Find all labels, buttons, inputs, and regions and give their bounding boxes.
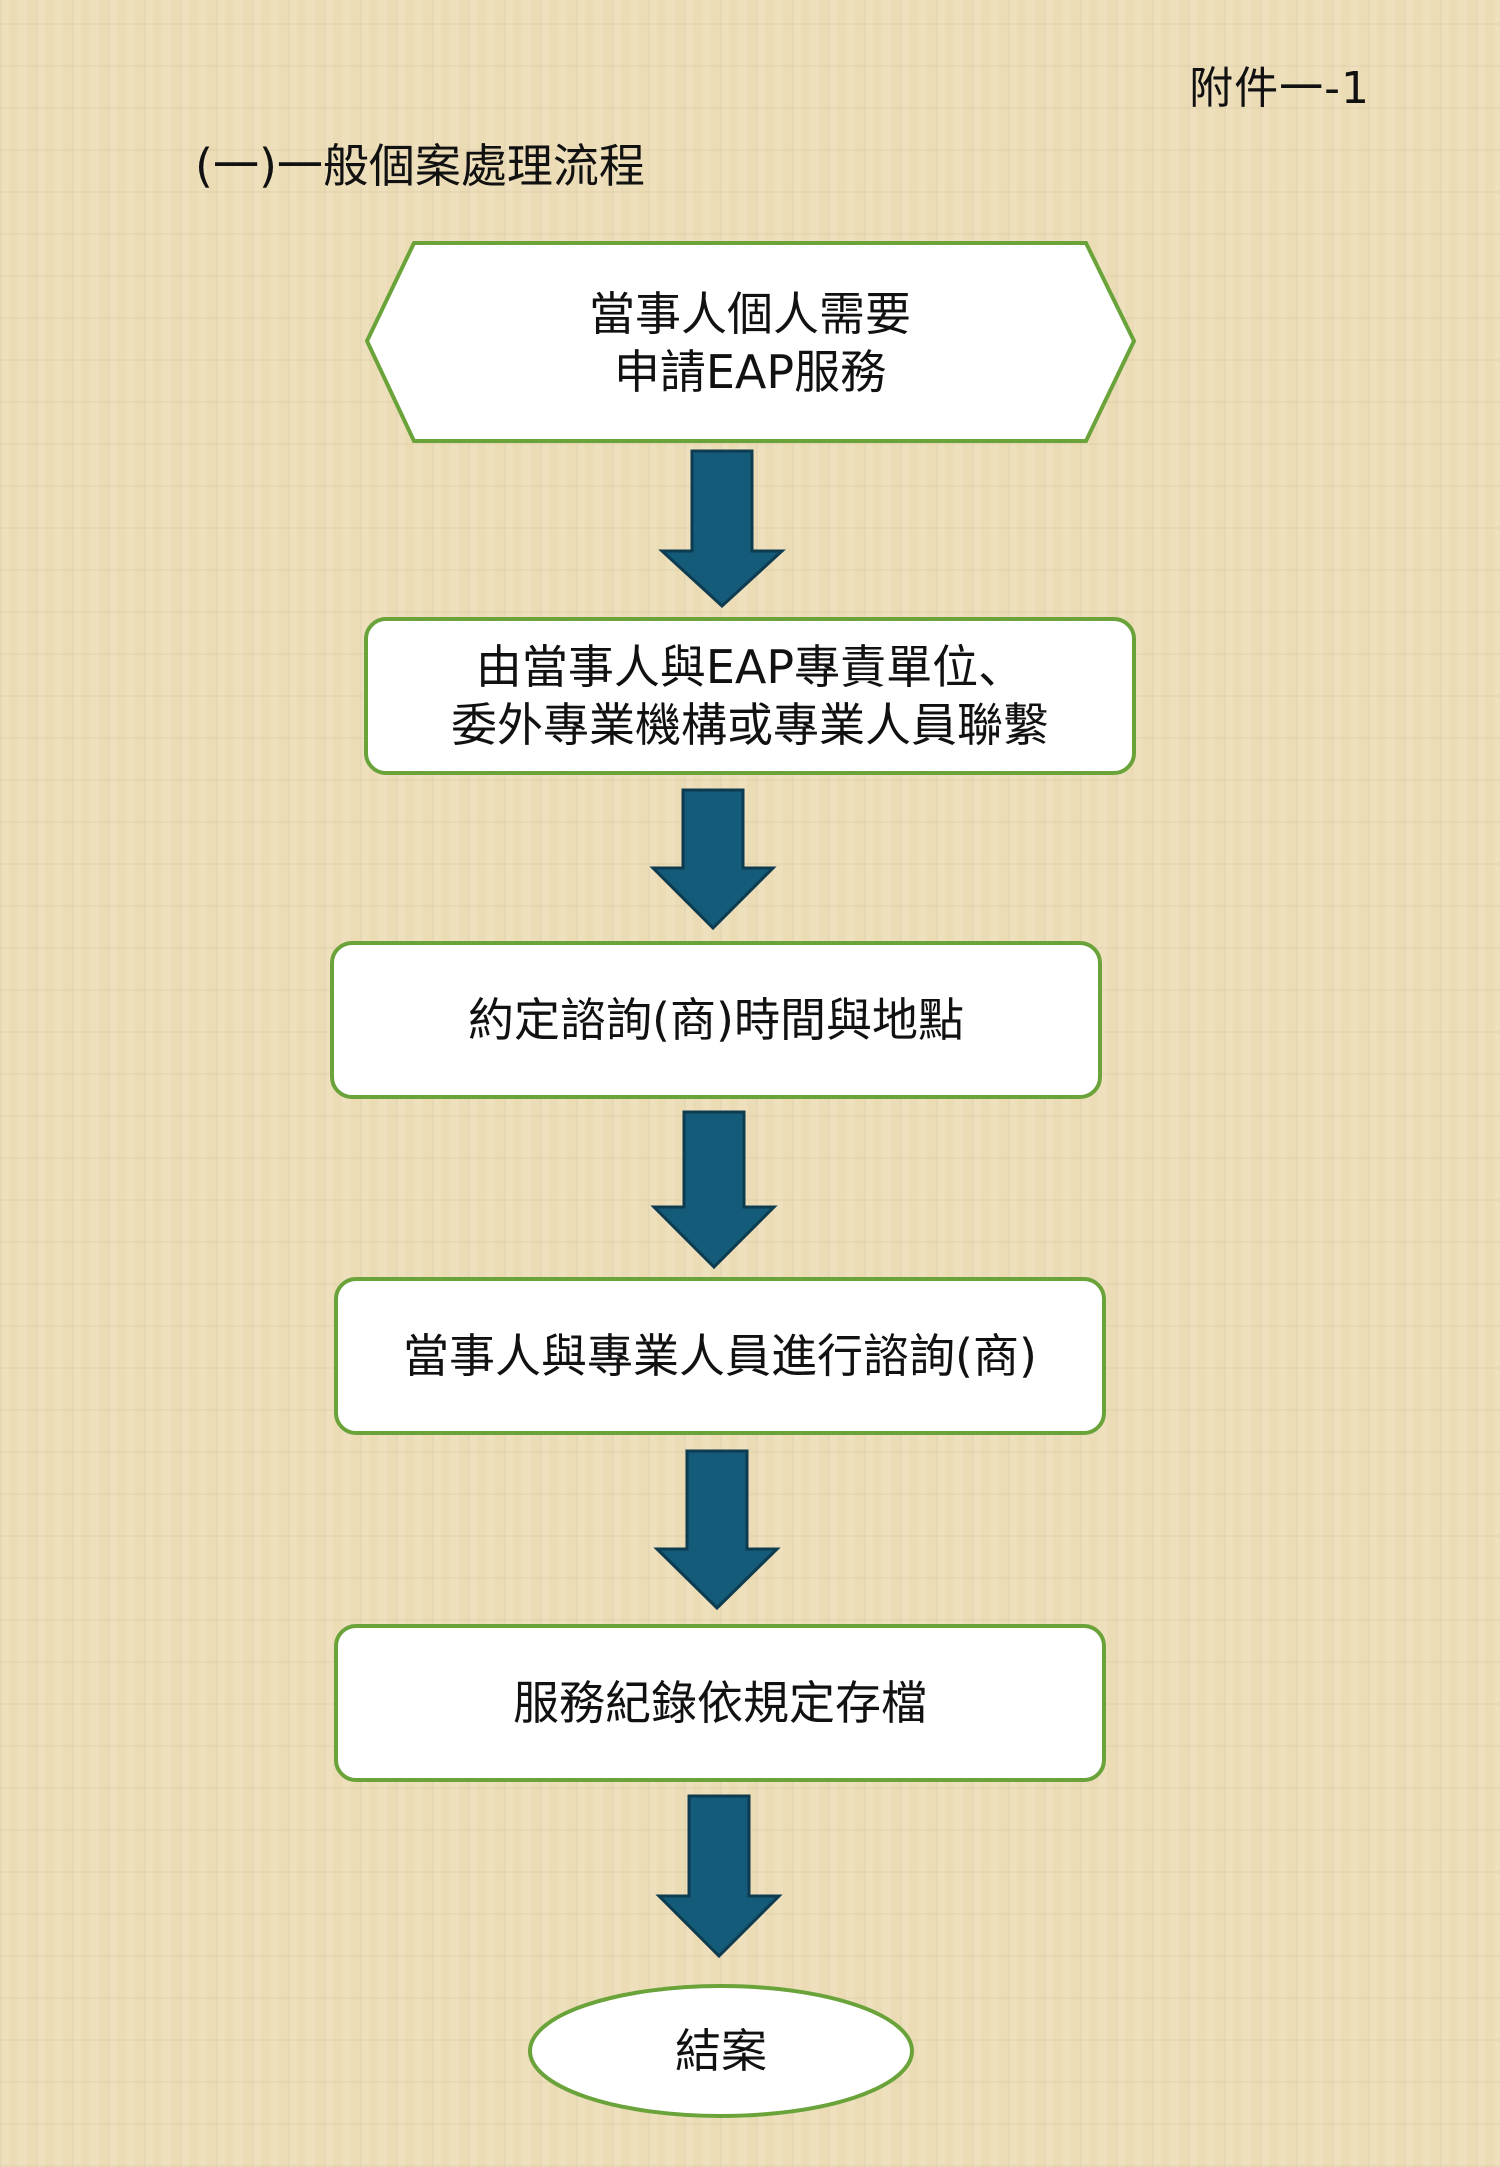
- record-node-label: 服務紀錄依規定存檔: [513, 1676, 927, 1730]
- counsel-node-label: 當事人與專業人員進行諮詢(商): [403, 1329, 1037, 1383]
- start-hexagon: [364, 241, 1137, 443]
- arrow-1: [658, 449, 786, 609]
- end-ellipse: [528, 1984, 914, 2118]
- start-node-label: 當事人個人需要 申請EAP服務: [589, 287, 911, 399]
- arrow-4: [653, 1449, 781, 1611]
- schedule-node-label: 約定諮詢(商)時間與地點: [468, 993, 964, 1047]
- arrow-5: [655, 1794, 783, 1959]
- end-node-label: 結案: [675, 2024, 767, 2078]
- page-title: (一)一般個案處理流程: [195, 139, 645, 193]
- contact-node-label: 由當事人與EAP專責單位、 委外專業機構或專業人員聯繫: [451, 640, 1049, 752]
- arrow-2: [649, 788, 777, 931]
- annex-label: 附件一-1: [1189, 63, 1370, 114]
- record-box: [334, 1624, 1106, 1782]
- schedule-box: [330, 941, 1102, 1099]
- counsel-box: [334, 1277, 1106, 1435]
- arrow-3: [650, 1110, 778, 1270]
- contact-box: [364, 617, 1136, 775]
